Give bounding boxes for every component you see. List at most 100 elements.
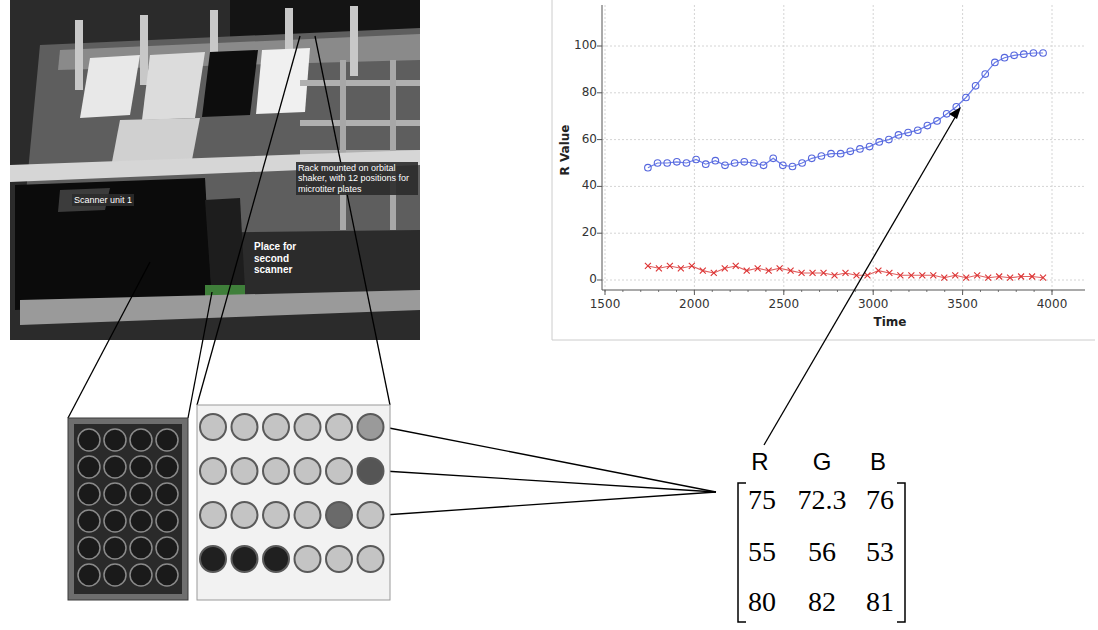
matrix-brackets-part bbox=[897, 483, 905, 622]
grid-line bbox=[605, 5, 606, 290]
column-header: G bbox=[813, 448, 832, 476]
series-marker bbox=[1018, 273, 1024, 279]
well bbox=[130, 483, 152, 505]
series-marker bbox=[810, 270, 816, 276]
leader-lines-part bbox=[68, 262, 150, 418]
instrument-photo-part bbox=[75, 20, 83, 90]
well bbox=[263, 502, 289, 528]
well bbox=[232, 414, 258, 440]
r-series-marker bbox=[799, 160, 806, 167]
well bbox=[358, 414, 384, 440]
series-marker bbox=[842, 270, 848, 276]
instrument-photo-part bbox=[140, 15, 148, 85]
well bbox=[130, 429, 152, 451]
well bbox=[326, 546, 352, 572]
well bbox=[263, 458, 289, 484]
instrument-photo-part bbox=[300, 120, 420, 126]
axis-title: R Value bbox=[559, 125, 573, 176]
r-series-marker bbox=[760, 162, 767, 169]
grid-line bbox=[602, 139, 1085, 140]
axis-tick bbox=[597, 280, 602, 281]
series-marker bbox=[897, 272, 903, 278]
r-series-marker bbox=[1030, 50, 1037, 57]
leader-lines-part bbox=[188, 292, 212, 418]
well bbox=[200, 546, 226, 572]
r-series-marker bbox=[645, 164, 652, 171]
well bbox=[104, 564, 126, 586]
axis-tick-label: 100 bbox=[574, 39, 597, 53]
well bbox=[78, 456, 100, 478]
well bbox=[104, 483, 126, 505]
line-chart bbox=[597, 5, 1085, 295]
r-series-marker bbox=[770, 155, 777, 162]
r-series-marker bbox=[731, 160, 738, 167]
well bbox=[104, 537, 126, 559]
instrument-photo-part bbox=[80, 55, 140, 118]
series-marker bbox=[864, 272, 870, 278]
r-series-marker bbox=[712, 157, 719, 164]
matrix-cell: 75 bbox=[748, 484, 776, 516]
r-series-marker bbox=[905, 129, 912, 136]
r-series-marker bbox=[780, 162, 787, 169]
well bbox=[104, 429, 126, 451]
well bbox=[358, 458, 384, 484]
dark-plate bbox=[68, 418, 188, 600]
well bbox=[295, 458, 321, 484]
r-series-marker bbox=[886, 136, 893, 143]
r-series-marker bbox=[934, 118, 941, 125]
instrument-photo-part bbox=[202, 50, 258, 117]
leader-lines-part bbox=[315, 36, 390, 405]
instrument-photo-part bbox=[112, 118, 200, 162]
well bbox=[78, 537, 100, 559]
axis-tick bbox=[873, 290, 874, 295]
axis-tick bbox=[597, 186, 602, 187]
instrument-photo-part bbox=[340, 60, 346, 230]
series-marker bbox=[645, 263, 651, 269]
leader-lines-part bbox=[384, 471, 716, 492]
grid-line bbox=[602, 233, 1085, 234]
axis-tick-label: 3500 bbox=[947, 298, 978, 312]
series-marker bbox=[711, 270, 717, 276]
well bbox=[263, 546, 289, 572]
well bbox=[156, 429, 178, 451]
matrix-cell: 80 bbox=[748, 586, 776, 618]
axis-tick bbox=[962, 290, 963, 295]
axis-tick bbox=[597, 233, 602, 234]
r-series-marker bbox=[914, 127, 921, 134]
column-header: R bbox=[751, 448, 768, 476]
well bbox=[156, 564, 178, 586]
r-series-marker bbox=[943, 111, 950, 118]
axis-tick-label: 40 bbox=[582, 179, 597, 193]
matrix-cell: 53 bbox=[866, 536, 894, 568]
series-marker bbox=[941, 275, 947, 281]
chart-frame bbox=[552, 0, 1095, 340]
well bbox=[156, 483, 178, 505]
well bbox=[326, 502, 352, 528]
well bbox=[358, 546, 384, 572]
series-marker bbox=[1007, 275, 1013, 281]
r-series-marker bbox=[1020, 51, 1027, 58]
r-series-marker bbox=[808, 155, 815, 162]
series-marker bbox=[777, 265, 783, 271]
well bbox=[358, 502, 384, 528]
r-series-marker bbox=[702, 161, 709, 168]
r-series-marker bbox=[837, 150, 844, 157]
grid-line bbox=[783, 5, 784, 290]
pointer-arrow bbox=[764, 107, 961, 445]
grid-line bbox=[602, 186, 1085, 187]
r-series-marker bbox=[963, 94, 970, 101]
r-series-marker bbox=[847, 148, 854, 155]
series-marker bbox=[821, 270, 827, 276]
series-marker bbox=[788, 268, 794, 274]
r-series-marker bbox=[683, 160, 690, 167]
grid-line bbox=[602, 92, 1085, 93]
well bbox=[232, 502, 258, 528]
well bbox=[156, 456, 178, 478]
well bbox=[295, 414, 321, 440]
well bbox=[295, 546, 321, 572]
photo-label: Rack mounted on orbital shaker, with 12 … bbox=[296, 162, 418, 195]
r-series-marker bbox=[1011, 52, 1018, 59]
dark-plate-inner bbox=[74, 424, 182, 594]
r-series-marker bbox=[654, 160, 661, 167]
